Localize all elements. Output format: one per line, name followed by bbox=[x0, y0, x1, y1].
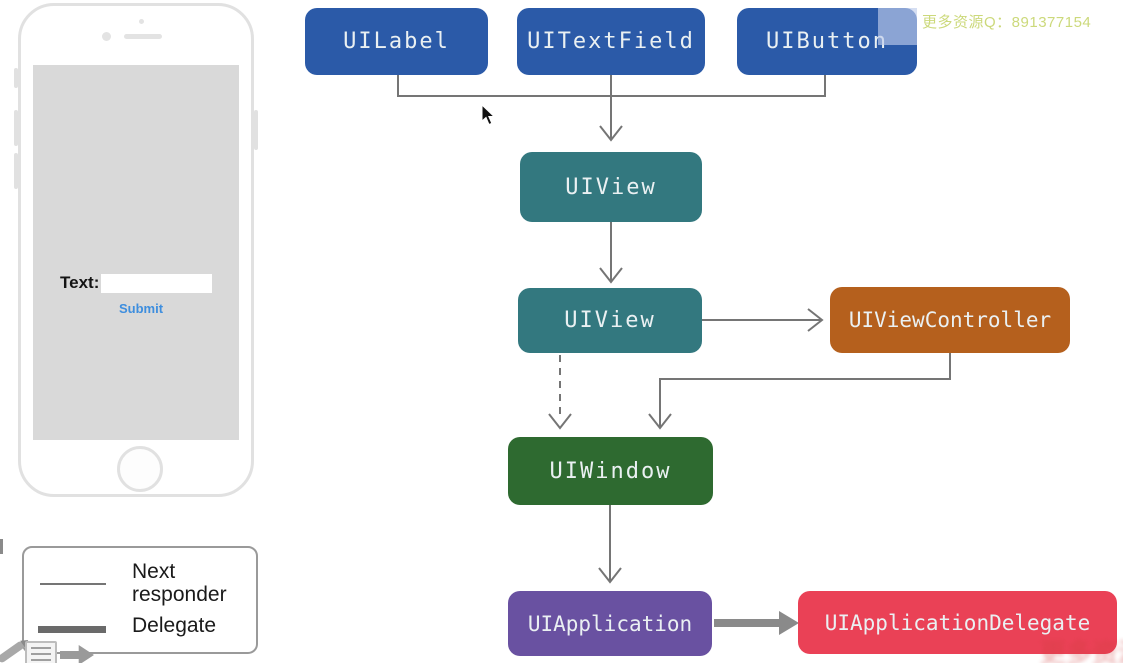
home-button bbox=[117, 446, 163, 492]
mock-text-input bbox=[101, 273, 213, 293]
node-uiwindow: UIWindow bbox=[508, 437, 713, 505]
proximity-sensor-dot bbox=[139, 19, 144, 24]
volume-up-button bbox=[14, 110, 18, 146]
watermark-fragment-bottom-right: 更多资源 bbox=[1040, 638, 1123, 663]
node-uitextfield: UITextField bbox=[517, 8, 705, 75]
node-uiview-1: UIView bbox=[520, 152, 702, 222]
edge-delegate-arrow bbox=[714, 611, 799, 635]
node-uiapplication: UIApplication bbox=[508, 591, 712, 656]
watermark-text: 更多资源Q：891377154 bbox=[922, 14, 1092, 31]
watermark-highlight-square bbox=[878, 8, 917, 45]
node-uiview-2: UIView bbox=[518, 288, 702, 353]
phone-screen: Text: Submit bbox=[33, 65, 239, 440]
front-camera-dot bbox=[102, 32, 111, 41]
legend-label-next-responder: Next responder bbox=[132, 560, 227, 606]
volume-down-button bbox=[14, 153, 18, 189]
notes-icon[interactable] bbox=[25, 641, 57, 663]
iphone-mockup: Text: Submit bbox=[14, 3, 258, 497]
left-edge-mark bbox=[0, 539, 3, 554]
edge-bus-top bbox=[397, 75, 826, 97]
speaker-slot bbox=[124, 34, 162, 39]
text-field-label: Text: bbox=[60, 273, 100, 292]
delegate-line-sample bbox=[38, 626, 106, 633]
next-responder-line-sample bbox=[40, 583, 106, 585]
node-uiviewcontroller: UIViewController bbox=[830, 287, 1070, 353]
mute-switch bbox=[14, 68, 18, 88]
mock-submit-button: Submit bbox=[119, 301, 164, 316]
pencil-icon[interactable] bbox=[0, 640, 26, 663]
power-button bbox=[254, 110, 258, 150]
node-uiapplicationdelegate: UIApplicationDelegate bbox=[798, 591, 1117, 654]
node-uilabel: UILabel bbox=[305, 8, 488, 75]
mouse-cursor bbox=[481, 104, 496, 126]
legend-label-delegate: Delegate bbox=[132, 614, 217, 637]
legend-box: Next responder Delegate bbox=[22, 546, 258, 654]
